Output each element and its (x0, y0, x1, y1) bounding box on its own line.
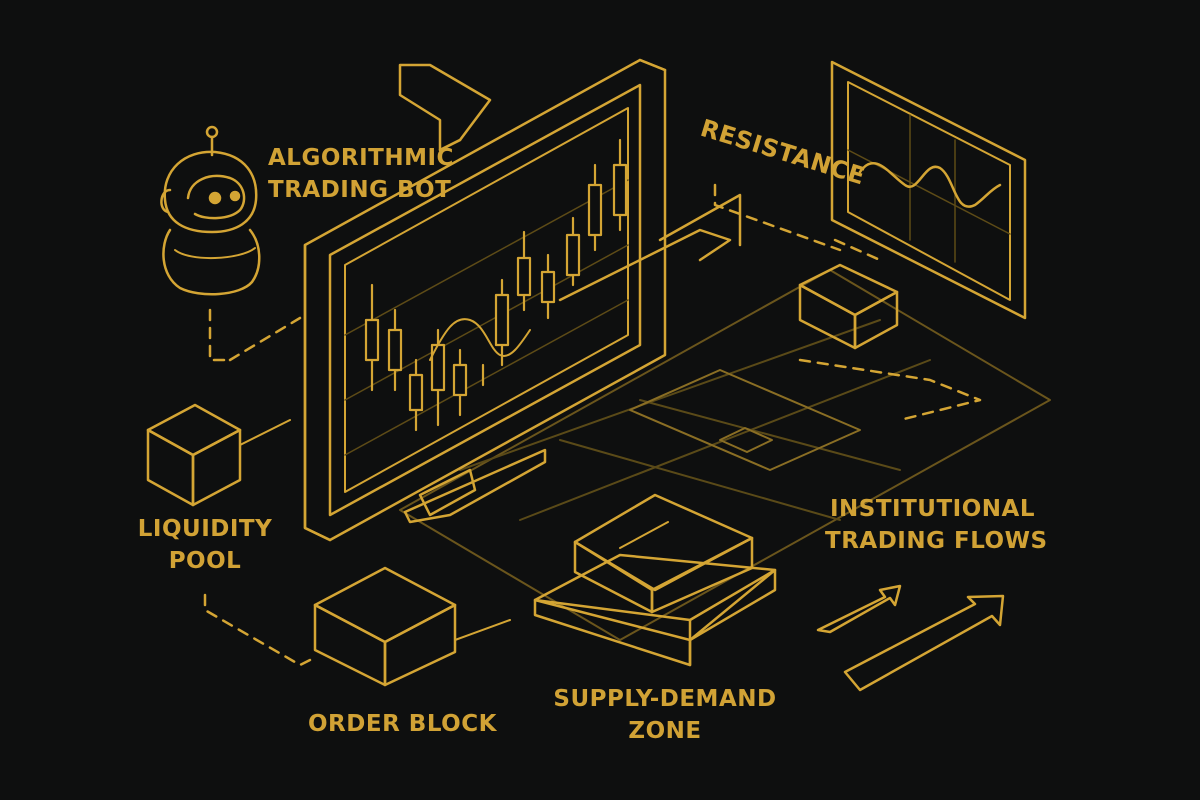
liquidity-label-line-1: LIQUIDITY (135, 513, 275, 545)
candle-body (366, 320, 378, 360)
order-block-label-text: ORDER BLOCK (308, 708, 497, 740)
floor-platform (400, 195, 1050, 640)
supply-demand-label-line-2: ZONE (545, 715, 785, 747)
liquidity-pool-label: LIQUIDITY POOL (135, 513, 275, 577)
supply-demand-zone-label: SUPPLY-DEMAND ZONE (545, 683, 785, 747)
candle-body (454, 365, 466, 395)
bot-label-line-1: ALGORITHMIC (268, 142, 454, 174)
candle-body (542, 272, 554, 302)
bot-label-line-2: TRADING BOT (268, 174, 454, 206)
candle-body (589, 185, 601, 235)
cube-icon-supply-demand (535, 495, 775, 665)
algorithmic-trading-bot-label: ALGORITHMIC TRADING BOT (268, 142, 454, 206)
candle-body (518, 258, 530, 295)
institutional-label-line-2: TRADING FLOWS (825, 525, 1040, 557)
liquidity-label-line-2: POOL (135, 545, 275, 577)
wave-chart-panel-icon (832, 62, 1025, 318)
candle-body (389, 330, 401, 370)
order-block-label: ORDER BLOCK (308, 708, 497, 740)
supply-demand-label-line-1: SUPPLY-DEMAND (545, 683, 785, 715)
cube-icon-resistance (800, 265, 897, 348)
arrow-icon (818, 586, 1003, 690)
candle-body (410, 375, 422, 410)
institutional-label-line-1: INSTITUTIONAL (825, 493, 1040, 525)
cube-icon-liquidity (148, 405, 290, 505)
cube-icon-order-block (315, 568, 510, 685)
candle-body (614, 165, 626, 215)
monitor-icon (305, 60, 665, 540)
institutional-trading-flows-label: INSTITUTIONAL TRADING FLOWS (825, 493, 1040, 557)
candle-body (567, 235, 579, 275)
candle-body (496, 295, 508, 345)
floor-center-square (630, 370, 860, 470)
